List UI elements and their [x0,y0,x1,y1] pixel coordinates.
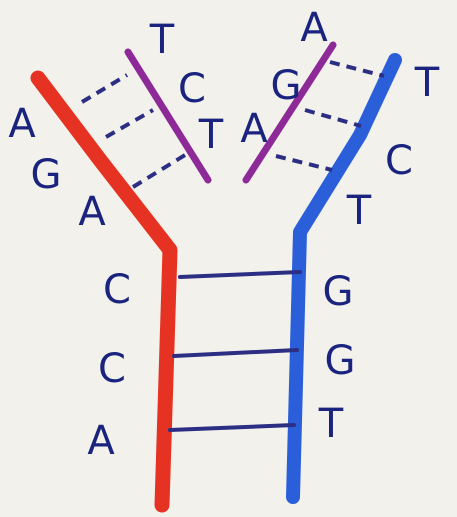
right-fork-bond [330,62,384,76]
left-fork-bond [106,110,153,137]
base-label-left-parent: A [78,189,106,235]
base-label-duplex-right: G [325,338,356,384]
base-label-left-parent: G [31,152,62,198]
base-label-left-new: C [178,66,206,112]
base-label-right-parent: T [346,188,372,234]
right-fork-bond [276,156,332,170]
base-label-duplex-right: T [318,401,344,447]
base-label-duplex-left: C [98,346,126,392]
base-label-left-parent: A [8,101,36,147]
base-label-duplex-left: C [103,267,131,313]
base-label-right-new: G [271,63,302,109]
base-label-left-new: T [198,112,224,158]
base-label-duplex-right: G [323,269,354,315]
base-label-left-new: T [149,17,175,63]
base-pair-rung [170,425,294,430]
base-label-right-parent: T [414,60,440,106]
base-label-duplex-left: A [87,418,115,464]
base-label-right-parent: C [385,138,413,184]
left-fork-bond [133,155,185,187]
right-fork-bond [305,110,361,126]
base-pair-rung [180,272,300,277]
base-label-right-new: A [240,106,268,152]
base-pair-rung [174,350,297,356]
left-fork-bond [82,75,127,102]
base-label-right-new: A [300,5,328,51]
